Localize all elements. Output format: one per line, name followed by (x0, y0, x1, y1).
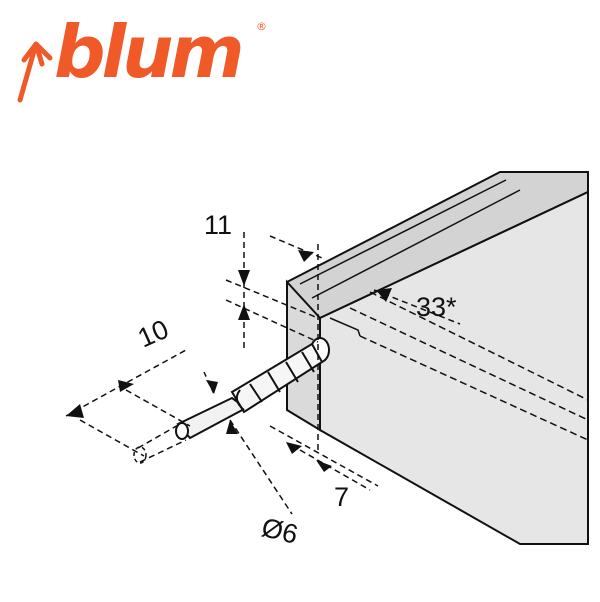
blum-arrow-icon (17, 41, 53, 103)
dim-label-7: 7 (334, 482, 349, 512)
dim-11: 11 (204, 210, 319, 348)
dim-label-6: Ø6 (259, 512, 301, 550)
face-dashed-line (369, 291, 589, 401)
top-groove-line (311, 189, 521, 299)
shank-extension (133, 423, 187, 464)
drill-bit (175, 342, 324, 440)
dim-label-11: 11 (204, 210, 232, 240)
dim-33: 33* (269, 235, 461, 452)
registered-mark: ® (256, 20, 267, 33)
face-dashed-line (359, 335, 589, 441)
dim-label-10: 10 (133, 314, 173, 354)
face-groove (329, 317, 361, 337)
top-groove-line (299, 179, 507, 285)
dim-7: 7 (269, 425, 379, 512)
dim-10: 10 (65, 314, 191, 457)
logo-wordmark: blum (54, 10, 244, 94)
dim-label-33: 33* (416, 292, 457, 322)
blum-logo: blum ® (12, 10, 274, 103)
